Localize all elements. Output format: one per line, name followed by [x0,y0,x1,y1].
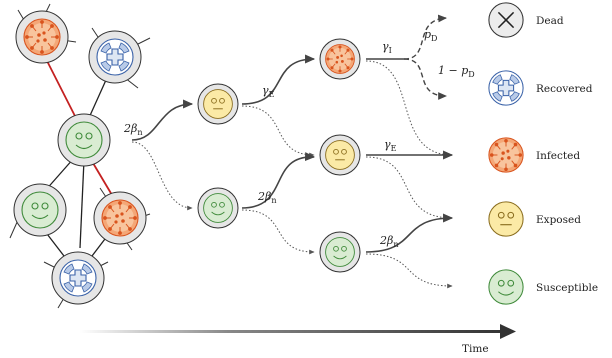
arrow-network-to-susceptible [131,141,193,211]
legend-dead-label: Dead [536,15,564,27]
recovered-icon [488,70,524,106]
legend-infected: Infected [488,137,580,173]
time-axis: Time [80,324,516,355]
contact-network [9,3,151,309]
time-arrow-shaft [80,330,504,333]
legend-dead: Dead [488,2,564,38]
time-label: Time [462,343,489,355]
arrow-infected-stays [365,60,453,158]
arrow-susceptible2-to-exposed [365,213,454,253]
network-node-recovered-top [88,30,142,84]
legend-exposed: Exposed [488,201,581,237]
rate-gamma-i: γI [382,40,392,55]
infected-icon [488,137,524,173]
arrow-susceptible-to-exposed [241,152,316,209]
network-node-susceptible-left [13,183,67,237]
arrow-exposed-stays [241,105,315,158]
arrow-infected-to-recovered [403,58,447,100]
arrow-exposed-to-infected [241,54,316,105]
dead-icon [488,2,524,38]
rate-labels: 2βn 2βn 2βn γE γE γI pD 1 − pD [123,28,475,249]
rate-infect-1: 2βn [123,122,143,137]
network-node-recovered-bottom [51,251,105,305]
time-arrow-head [500,324,516,339]
transition-arrows [131,14,454,289]
network-node-infected-right [93,191,147,245]
legend-exposed-label: Exposed [536,214,581,226]
state-susceptible-1 [197,187,239,229]
legend: Dead Recovered Infected Exposed Suscepti… [488,2,598,305]
legend-infected-label: Infected [536,150,580,162]
rate-infect-3: 2βn [379,234,399,249]
legend-susceptible: Susceptible [488,269,598,305]
network-node-infected-top [15,10,69,64]
state-infected-2 [319,38,361,80]
network-node-susceptible-center [57,113,111,167]
state-exposed-1 [197,83,239,125]
susceptible-icon [488,269,524,305]
prob-recover: 1 − pD [438,64,475,79]
exposed-icon [488,201,524,237]
legend-recovered: Recovered [488,70,593,106]
arrow-susceptible-stays [241,209,315,255]
legend-susceptible-label: Susceptible [536,282,598,294]
arrow-exposed2-stays [365,156,453,221]
rate-gamma-e-2: γE [384,138,397,153]
legend-recovered-label: Recovered [536,83,593,95]
arrow-susceptible2-stays [365,253,453,289]
rate-gamma-e-1: γE [262,84,275,99]
rate-infect-2: 2βn [257,190,277,205]
state-susceptible-2 [319,231,361,273]
arrow-network-to-exposed [131,99,194,141]
state-exposed-2 [319,134,361,176]
prob-death: pD [424,28,437,43]
